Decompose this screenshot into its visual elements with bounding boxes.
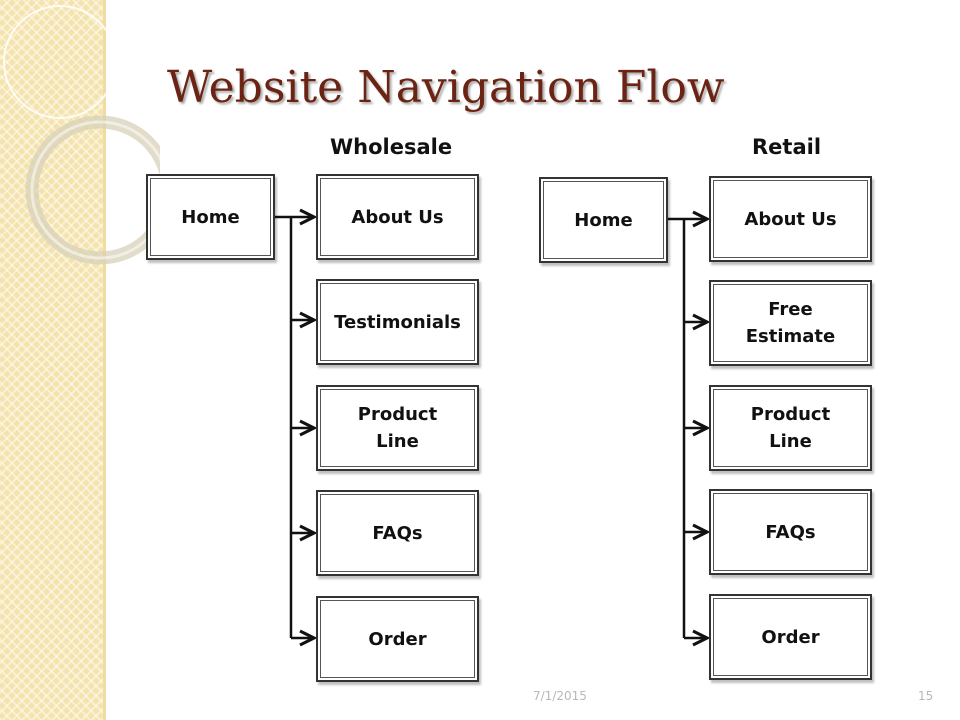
wholesale-heading: Wholesale <box>330 135 453 159</box>
retail-free-estimate-node: Free Estimate <box>709 280 872 366</box>
footer-date: 7/1/2015 <box>533 689 587 703</box>
wholesale-faqs-node: FAQs <box>316 490 479 576</box>
retail-home-node: Home <box>539 177 668 263</box>
wholesale-testimonials-node: Testimonials <box>316 279 479 365</box>
slide-title: Website Navigation Flow <box>167 62 725 113</box>
retail-order-node: Order <box>709 594 872 680</box>
wholesale-order-node: Order <box>316 596 479 682</box>
wholesale-home-node: Home <box>146 174 275 260</box>
retail-product-line-label: Product Line <box>750 404 831 452</box>
wholesale-product-line-node: Product Line <box>316 385 479 471</box>
retail-faqs-node: FAQs <box>709 489 872 575</box>
wholesale-product-line-label: Product Line <box>357 404 438 452</box>
wholesale-about-us-node: About Us <box>316 174 479 260</box>
retail-about-us-node: About Us <box>709 176 872 262</box>
retail-free-estimate-label: Free Estimate <box>745 299 836 347</box>
retail-heading: Retail <box>752 135 822 159</box>
footer-page-number: 15 <box>918 689 934 703</box>
retail-product-line-node: Product Line <box>709 385 872 471</box>
decorative-circles <box>3 5 160 265</box>
